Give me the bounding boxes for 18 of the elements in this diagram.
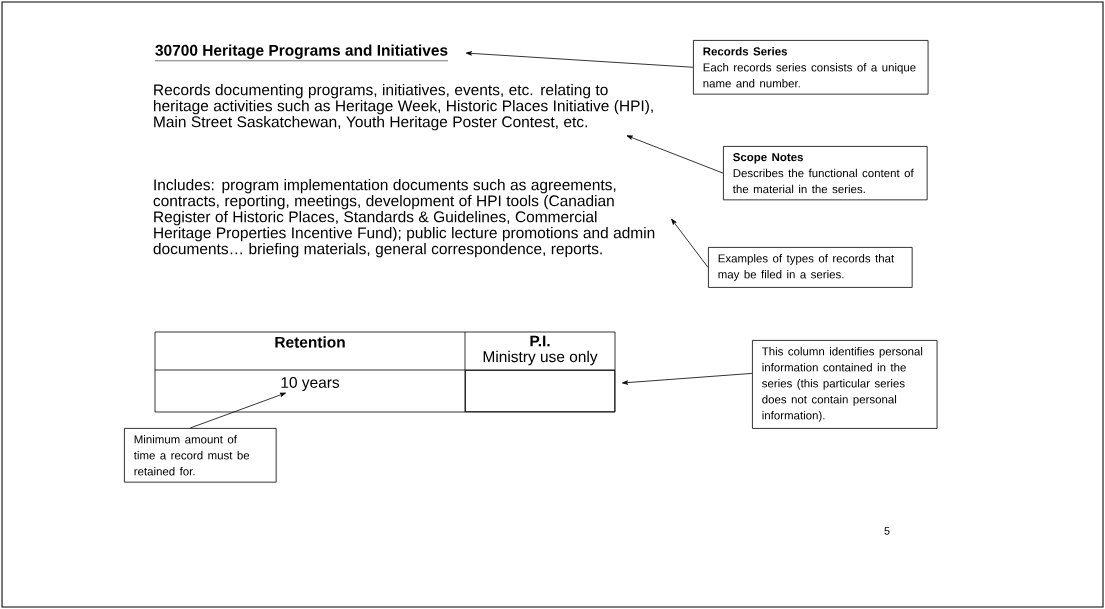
heading: 30700 Heritage Programs and Initiatives bbox=[154, 44, 449, 62]
arrow bbox=[465, 51, 694, 68]
table-header: Retention bbox=[275, 336, 345, 348]
paragraph: Includes: program implementation documents such as agreements, contracts, reporting, meetings, development of HPI tools (Canadian Register of Historic Places, Standards & Guidelines, Commercial Heritage Properties Incentive Fund); public lecture promotions and admin documents… briefing materials, general correspondence, reports. bbox=[153, 178, 655, 258]
callout-box: Minimum amount of time a record must be retained for. bbox=[124, 428, 277, 483]
table-cell bbox=[465, 370, 616, 413]
arrow bbox=[189, 392, 286, 429]
callout-box: Records Series Each records series consists of a unique name and number. bbox=[693, 40, 929, 95]
cell-text: 10 years bbox=[281, 377, 340, 391]
callout-box: Scope Notes Describes the functional content of the material in the series. bbox=[723, 146, 928, 201]
callout-box: This column identifies personal information contained in the series (this particular series does not contain personal information). bbox=[752, 340, 938, 429]
page-number: 5 bbox=[884, 527, 890, 535]
arrow bbox=[622, 373, 753, 385]
paragraph: Records documenting programs, initiatives, events, etc. relating to heritage activities such as Heritage Week, Historic Places Initiative (HPI), Main Street Saskatchewan, Youth Heritage Poster Contest, etc. bbox=[154, 83, 653, 131]
arrow bbox=[626, 135, 724, 174]
table-header: P.I. bbox=[530, 335, 550, 347]
arrow bbox=[671, 218, 709, 268]
callout-box: Examples of types of records that may be filed in a series. bbox=[708, 247, 913, 288]
